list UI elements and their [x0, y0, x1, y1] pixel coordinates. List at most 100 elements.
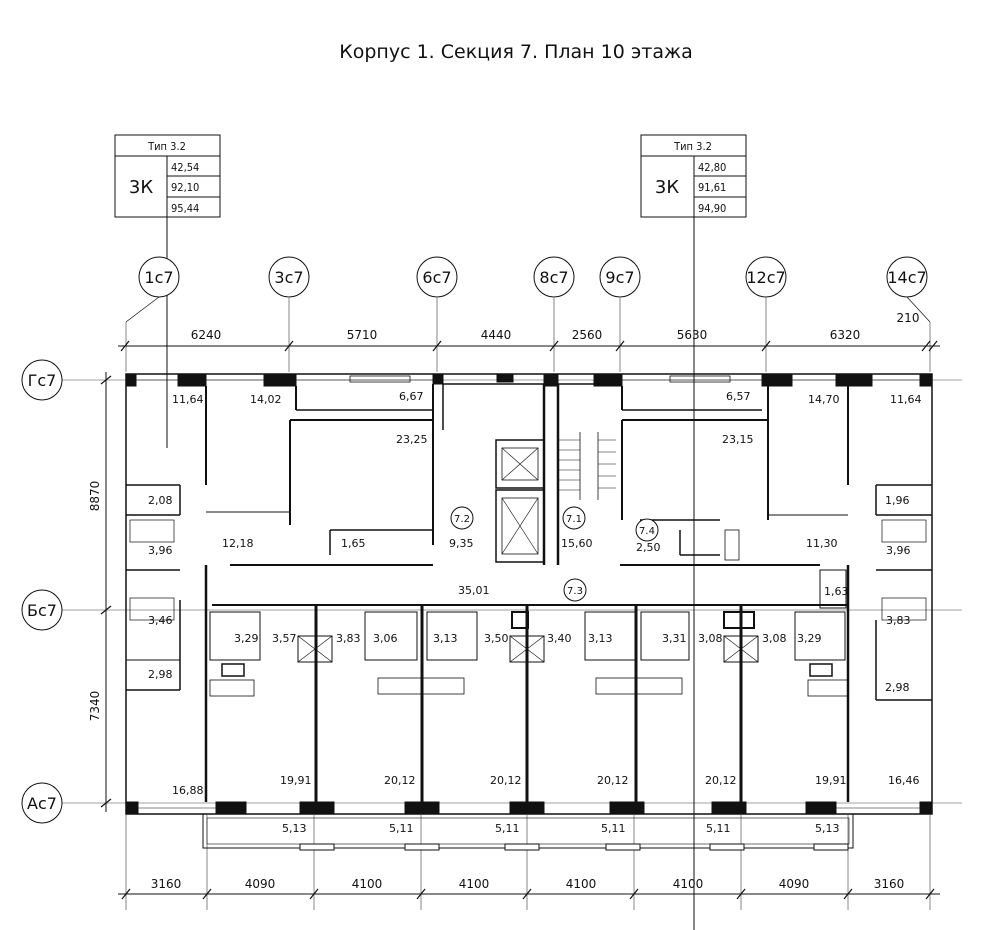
axis-label: Ас7	[27, 794, 57, 813]
room-area-labels: 11,64 14,02 6,67 23,25 6,57 23,15 14,70 …	[148, 390, 922, 835]
dimension: 4100	[673, 877, 704, 891]
room-area: 2,08	[148, 494, 173, 507]
room-area: 5,13	[815, 822, 840, 835]
room-area: 9,35	[449, 537, 474, 550]
apartment-area-living: 42,80	[698, 161, 726, 174]
dimension: 4100	[352, 877, 383, 891]
axis-label: 8с7	[539, 268, 568, 287]
room-area: 11,30	[806, 537, 838, 550]
space-tags: 7.2 7.1 7.4 7.3	[450, 506, 659, 602]
room-area: 20,12	[597, 774, 629, 787]
dimension: 4100	[459, 877, 490, 891]
bottom-dimension-chain: 3160 4090 4100 4100 4100 4100 4090 3160	[118, 815, 940, 910]
dimension: 4090	[779, 877, 810, 891]
dimension: 3160	[874, 877, 905, 891]
dimension: 8870	[88, 481, 102, 512]
room-area: 3,06	[373, 632, 398, 645]
room-area: 3,29	[234, 632, 259, 645]
room-area: 6,57	[726, 390, 751, 403]
apartment-box-right: Тип 3.2 3К 42,80 91,61 94,90	[640, 134, 747, 930]
dimension: 4100	[566, 877, 597, 891]
dimension: 4440	[481, 328, 512, 342]
apartment-type-label: Тип 3.2	[673, 140, 712, 153]
room-area: 19,91	[815, 774, 847, 787]
room-area: 16,88	[172, 784, 204, 797]
room-area: 11,64	[890, 393, 922, 406]
axis-label: 6с7	[422, 268, 451, 287]
horizontal-axes: Гс7 Бс7 Ас7	[21, 359, 962, 824]
plan-title: Корпус 1. Секция 7. План 10 этажа	[339, 41, 693, 63]
space-tag: 7.3	[567, 586, 583, 597]
apartment-rooms-label: 3К	[655, 177, 679, 198]
room-area: 3,31	[662, 632, 687, 645]
room-area: 3,50	[484, 632, 509, 645]
dimension: 5710	[347, 328, 378, 342]
room-area: 2,98	[885, 681, 910, 694]
room-area: 2,98	[148, 668, 173, 681]
room-area: 23,25	[396, 433, 428, 446]
apartment-area-with-balcony: 95,44	[171, 202, 199, 215]
room-area: 5,13	[282, 822, 307, 835]
axis-label: 9с7	[605, 268, 634, 287]
room-area: 20,12	[384, 774, 416, 787]
room-area: 1,65	[341, 537, 366, 550]
top-dimension-chain: 6240 5710 4440 2560 5630 6320 210	[118, 298, 940, 372]
room-area: 3,40	[547, 632, 572, 645]
dimension: 3160	[151, 877, 182, 891]
dimension: 7340	[88, 691, 102, 722]
room-area: 3,83	[886, 614, 911, 627]
room-area: 16,46	[888, 774, 920, 787]
axis-label: 12с7	[746, 268, 785, 287]
room-area: 35,01	[458, 584, 490, 597]
room-area: 12,18	[222, 537, 254, 550]
room-area: 5,11	[495, 822, 520, 835]
room-area: 3,08	[762, 632, 787, 645]
room-area: 20,12	[490, 774, 522, 787]
room-area: 19,91	[280, 774, 312, 787]
room-area: 3,29	[797, 632, 822, 645]
axis-label: 3с7	[274, 268, 303, 287]
room-area: 3,96	[886, 544, 911, 557]
space-tag: 7.2	[454, 514, 470, 525]
room-area: 6,67	[399, 390, 424, 403]
room-area: 5,11	[601, 822, 626, 835]
dimension: 6240	[191, 328, 222, 342]
dimension: 210	[897, 311, 920, 325]
axis-label: 1с7	[144, 268, 173, 287]
dimension: 4090	[245, 877, 276, 891]
room-area: 11,64	[172, 393, 204, 406]
left-dimension-chain: 8870 7340	[88, 372, 112, 812]
space-tag: 7.1	[566, 514, 582, 525]
room-area: 3,96	[148, 544, 173, 557]
room-area: 14,70	[808, 393, 840, 406]
room-area: 3,13	[588, 632, 613, 645]
apartment-rooms-label: 3К	[129, 177, 153, 198]
room-area: 14,02	[250, 393, 282, 406]
vertical-axes: 1с7 3с7 6с7 8с7 9с7 12с7 14с7	[125, 256, 931, 323]
room-area: 1,96	[885, 494, 910, 507]
apartment-area-total: 92,10	[171, 181, 199, 194]
dimension: 2560	[572, 328, 603, 342]
room-area: 2,50	[636, 541, 661, 554]
apartment-area-living: 42,54	[171, 161, 199, 174]
room-area: 5,11	[706, 822, 731, 835]
space-tag: 7.4	[639, 526, 655, 537]
room-area: 1,63	[824, 585, 849, 598]
axis-label: Гс7	[28, 371, 57, 390]
dimension: 5630	[677, 328, 708, 342]
room-area: 5,11	[389, 822, 414, 835]
room-area: 3,08	[698, 632, 723, 645]
apartment-area-total: 91,61	[698, 181, 726, 194]
apartment-type-label: Тип 3.2	[147, 140, 186, 153]
dimension: 6320	[830, 328, 861, 342]
room-area: 15,60	[561, 537, 593, 550]
room-area: 20,12	[705, 774, 737, 787]
apartment-box-left: Тип 3.2 3К 42,54 92,10 95,44	[114, 134, 221, 448]
apartment-area-with-balcony: 94,90	[698, 202, 726, 215]
building-walls	[125, 373, 933, 851]
room-area: 3,83	[336, 632, 361, 645]
room-area: 23,15	[722, 433, 754, 446]
axis-label: 14с7	[887, 268, 926, 287]
room-area: 3,13	[433, 632, 458, 645]
